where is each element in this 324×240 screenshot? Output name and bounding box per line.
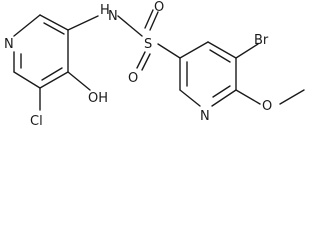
bond-s-ring — [157, 43, 181, 59]
right-pyridine-ring — [179, 41, 237, 107]
left-pyridine-ring — [13, 14, 69, 89]
bond-s-o-bottom-2 — [141, 53, 151, 71]
atom-methoxy-oxygen: O — [262, 99, 272, 114]
bond — [41, 67, 63, 81]
bond-to-oh — [67, 71, 91, 91]
bond-s-o-top — [149, 11, 159, 31]
atom-n-amide: N — [108, 9, 118, 24]
bond — [13, 71, 41, 89]
atom-n-right-ring: N — [200, 109, 210, 124]
bond — [207, 41, 237, 59]
atom-oxygen-bottom: O — [128, 71, 138, 86]
atom-bromine: Br — [254, 33, 269, 48]
atom-oxygen-top: O — [154, 0, 164, 15]
bond — [13, 14, 41, 37]
bond-s-o-top-2 — [144, 9, 154, 29]
bond — [179, 89, 201, 107]
bond — [212, 85, 231, 98]
bond — [39, 14, 69, 31]
bond — [179, 41, 209, 59]
bond-to-br — [235, 43, 259, 59]
atom-n-left-ring: N — [4, 37, 14, 52]
bond — [39, 71, 69, 89]
chemical-structure: N H N S O O OH Cl Br N O — [4, 0, 305, 129]
bond-s-o-bottom — [136, 51, 146, 69]
bond — [43, 22, 65, 35]
bond-methoxy-ch3 — [279, 89, 305, 105]
atom-h: H — [100, 3, 110, 18]
bond — [209, 49, 231, 63]
bond — [211, 89, 237, 107]
atom-sulfur: S — [144, 37, 152, 52]
bond-to-methoxy-o — [235, 89, 261, 105]
bond-n-s — [117, 15, 143, 37]
bond-to-nh — [67, 15, 99, 31]
atom-chlorine: Cl — [30, 114, 43, 129]
atom-hydroxyl: OH — [88, 91, 108, 106]
